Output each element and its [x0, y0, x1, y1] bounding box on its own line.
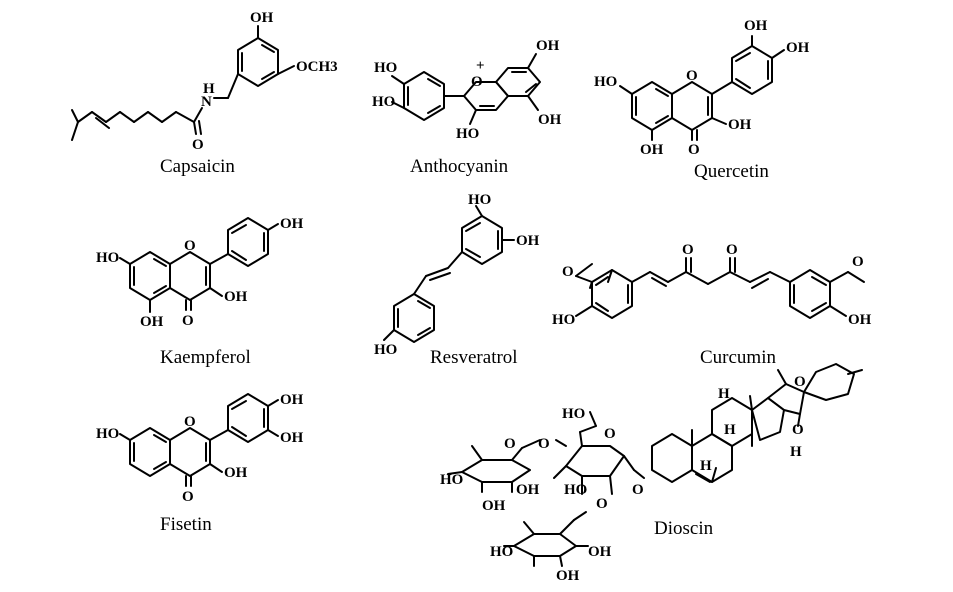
- resveratrol-name: Resveratrol: [430, 347, 518, 368]
- anthocyanin-label-ho-lower: HO: [372, 94, 395, 110]
- curcumin-label-ho-left: HO: [552, 312, 575, 328]
- curcumin-label-o-keto-right: O: [726, 242, 738, 258]
- resveratrol-label-ho-top: HO: [468, 192, 491, 208]
- resveratrol-label-oh-right: OH: [516, 233, 540, 249]
- fisetin-structure: OH OH HO O OH O Fisetin: [96, 392, 304, 535]
- fisetin-label-ho-7: HO: [96, 426, 119, 442]
- kaempferol-label-oh-5: OH: [140, 314, 164, 330]
- fisetin-label-oh-4p: OH: [280, 430, 304, 446]
- quercetin-name: Quercetin: [694, 161, 769, 182]
- dioscin-label-oh-rha-2: OH: [588, 544, 612, 560]
- fisetin-label-o-keto: O: [182, 489, 194, 505]
- dioscin-label-h-1: H: [718, 386, 730, 402]
- resveratrol-label-ho-4p: HO: [374, 342, 397, 358]
- dioscin-name: Dioscin: [654, 518, 714, 539]
- dioscin-label-ho-glc: HO: [564, 482, 587, 498]
- anthocyanin-label-ho-3: HO: [456, 126, 479, 142]
- dioscin-label-o-spiro-1: O: [794, 374, 806, 390]
- quercetin-label-o-keto: O: [688, 142, 700, 158]
- curcumin-label-o-keto-left: O: [682, 242, 694, 258]
- quercetin-label-oh-3p: OH: [744, 18, 768, 34]
- kaempferol-label-o-ring: O: [184, 238, 196, 254]
- kaempferol-structure: OH HO O OH OH O Kaempferol: [96, 216, 304, 368]
- kaempferol-label-ho-7: HO: [96, 250, 119, 266]
- dioscin-label-h-4: H: [790, 444, 802, 460]
- dioscin-label-o-glycosidic-1: O: [538, 436, 550, 452]
- capsaicin-name: Capsaicin: [160, 156, 235, 177]
- capsaicin-label-och3: OCH3: [296, 59, 338, 75]
- quercetin-label-oh-3: OH: [728, 117, 752, 133]
- dioscin-label-ho-rha-2: HO: [490, 544, 513, 560]
- dioscin-label-oh-rha-1b: OH: [482, 498, 506, 514]
- anthocyanin-label-ho-upper: HO: [374, 60, 397, 76]
- quercetin-structure: OH OH HO O OH OH O Quercetin: [594, 18, 810, 182]
- kaempferol-label-o-keto: O: [182, 313, 194, 329]
- capsaicin-label-o: O: [192, 137, 204, 153]
- dioscin-label-oh-rha-2b: OH: [556, 568, 580, 584]
- dioscin-label-oh-rha-1: OH: [516, 482, 540, 498]
- anthocyanin-name: Anthocyanin: [410, 156, 509, 177]
- curcumin-label-o-methoxy-right: O: [852, 254, 864, 270]
- dioscin-label-h-2: H: [724, 422, 736, 438]
- dioscin-label-o-aglycone: O: [632, 482, 644, 498]
- dioscin-label-o-rha-ring: O: [504, 436, 516, 452]
- dioscin-label-h-3: H: [700, 458, 712, 474]
- dioscin-label-ho-ch2: HO: [562, 406, 585, 422]
- quercetin-label-o-ring: O: [686, 68, 698, 84]
- anthocyanin-label-oh-bottom: OH: [538, 112, 562, 128]
- dioscin-label-o-glc-ring: O: [604, 426, 616, 442]
- dioscin-label-ho-rha-1: HO: [440, 472, 463, 488]
- fisetin-label-oh-3p: OH: [280, 392, 304, 408]
- quercetin-label-oh-5: OH: [640, 142, 664, 158]
- fisetin-label-o-ring: O: [184, 414, 196, 430]
- kaempferol-name: Kaempferol: [160, 347, 251, 368]
- curcumin-structure: O O O O HO OH Curcumin: [552, 242, 872, 368]
- curcumin-name: Curcumin: [700, 347, 776, 368]
- capsaicin-label-oh: OH: [250, 10, 274, 26]
- capsaicin-structure: OH OCH3 H N O Capsaicin: [71, 10, 338, 177]
- anthocyanin-label-plus: +: [476, 58, 485, 74]
- curcumin-label-o-methoxy-left: O: [562, 264, 574, 280]
- fisetin-label-oh-3: OH: [224, 465, 248, 481]
- curcumin-label-oh-right: OH: [848, 312, 872, 328]
- anthocyanin-label-o: O: [471, 74, 483, 90]
- dioscin-label-o-spiro-2: O: [792, 422, 804, 438]
- dioscin-structure: HO O O HO OH OH HO O O O HO OH OH H H H …: [440, 363, 863, 584]
- anthocyanin-label-oh-top: OH: [536, 38, 560, 54]
- kaempferol-label-oh-4p: OH: [280, 216, 304, 232]
- quercetin-label-oh-4p: OH: [786, 40, 810, 56]
- resveratrol-structure: HO OH HO Resveratrol: [374, 192, 540, 368]
- quercetin-label-ho-7: HO: [594, 74, 617, 90]
- dioscin-label-o-glycosidic-2: O: [596, 496, 608, 512]
- capsaicin-label-n: N: [201, 94, 212, 110]
- kaempferol-label-oh-3: OH: [224, 289, 248, 305]
- capsaicin-label-h: H: [203, 81, 215, 97]
- fisetin-name: Fisetin: [160, 514, 212, 535]
- anthocyanin-structure: + OH HO HO O OH HO Anthocyanin: [372, 38, 562, 177]
